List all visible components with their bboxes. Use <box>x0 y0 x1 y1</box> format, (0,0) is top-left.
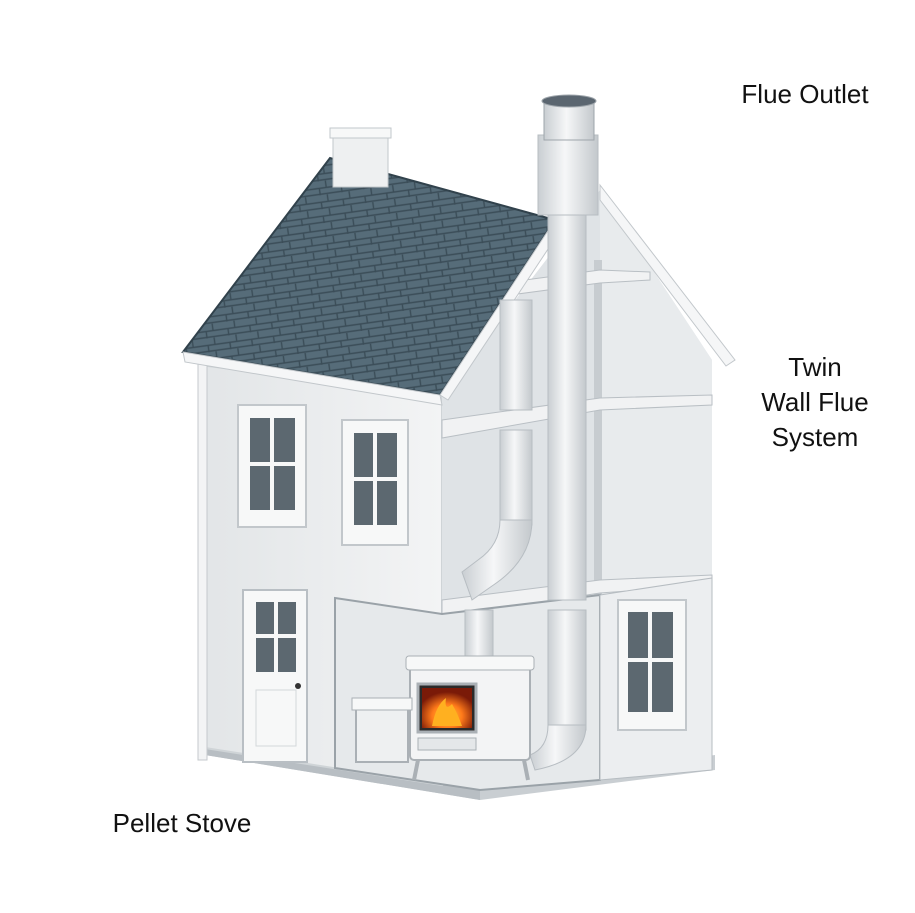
twin-wall-flue-system-label: Twin Wall Flue System <box>740 350 890 455</box>
twin-wall-line-3: System <box>771 422 859 452</box>
twin-wall-line-1: Twin <box>788 352 842 382</box>
flame-icon <box>432 698 462 726</box>
twin-wall-flue-pipe <box>461 94 599 771</box>
pellet-storage-box <box>351 697 413 763</box>
front-door <box>242 589 308 763</box>
flue-outlet-label: Flue Outlet <box>741 79 869 109</box>
ground-window-right <box>617 599 687 731</box>
upper-window-left <box>237 404 307 528</box>
pellet-stove <box>405 655 535 781</box>
pellet-stove-label: Pellet Stove <box>112 808 252 838</box>
twin-wall-line-2: Wall Flue <box>761 387 869 417</box>
upper-window-right <box>341 419 409 546</box>
